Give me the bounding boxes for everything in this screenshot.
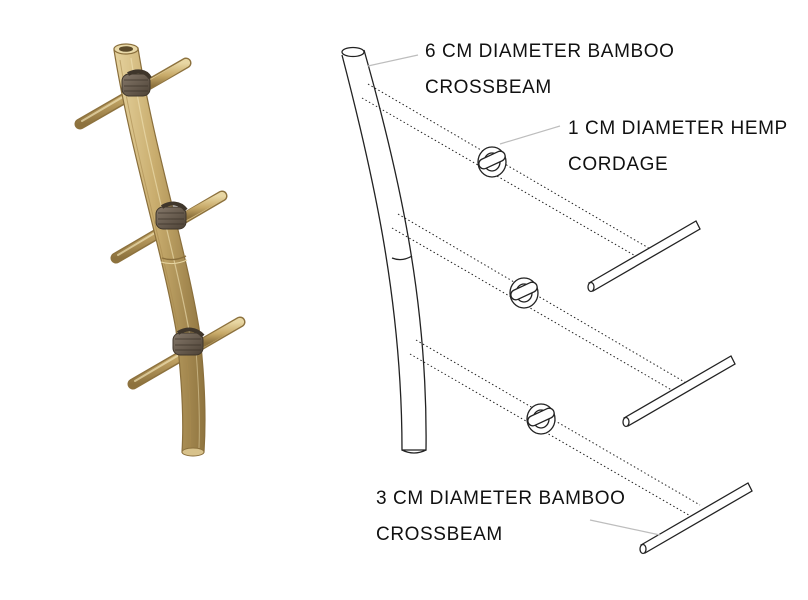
label-main-beam-line1: 6 CM DIAMETER BAMBOO <box>425 41 675 62</box>
leader-lines <box>367 54 661 536</box>
rendered-lashing-top <box>121 69 152 97</box>
exploded-crossbeam-middle <box>622 355 736 428</box>
label-crossbeam-line1: 3 CM DIAMETER BAMBOO <box>376 488 626 509</box>
label-main-beam-line2: CROSSBEAM <box>425 77 552 98</box>
label-cordage: 1 CM DIAMETER HEMP CORDAGE <box>568 111 788 183</box>
exploded-cordage-bottom <box>526 403 556 435</box>
exploded-main-pole <box>341 46 427 454</box>
label-crossbeam-line2: CROSSBEAM <box>376 524 503 545</box>
exploded-view <box>341 46 753 555</box>
label-cordage-line2: CORDAGE <box>568 154 669 175</box>
assembly-lines <box>361 83 701 519</box>
rendered-lashing-bottom <box>172 327 205 356</box>
rendered-ladder <box>74 43 246 457</box>
label-crossbeam: 3 CM DIAMETER BAMBOO CROSSBEAM <box>376 481 626 553</box>
label-cordage-line1: 1 CM DIAMETER HEMP <box>568 118 788 139</box>
exploded-cordage-middle <box>509 277 539 309</box>
rendered-lashing-middle <box>155 201 188 230</box>
label-main-beam: 6 CM DIAMETER BAMBOO CROSSBEAM <box>425 34 675 106</box>
exploded-crossbeam-top <box>587 220 701 293</box>
exploded-crossbeam-bottom <box>639 482 753 555</box>
exploded-cordage-top <box>477 146 507 178</box>
